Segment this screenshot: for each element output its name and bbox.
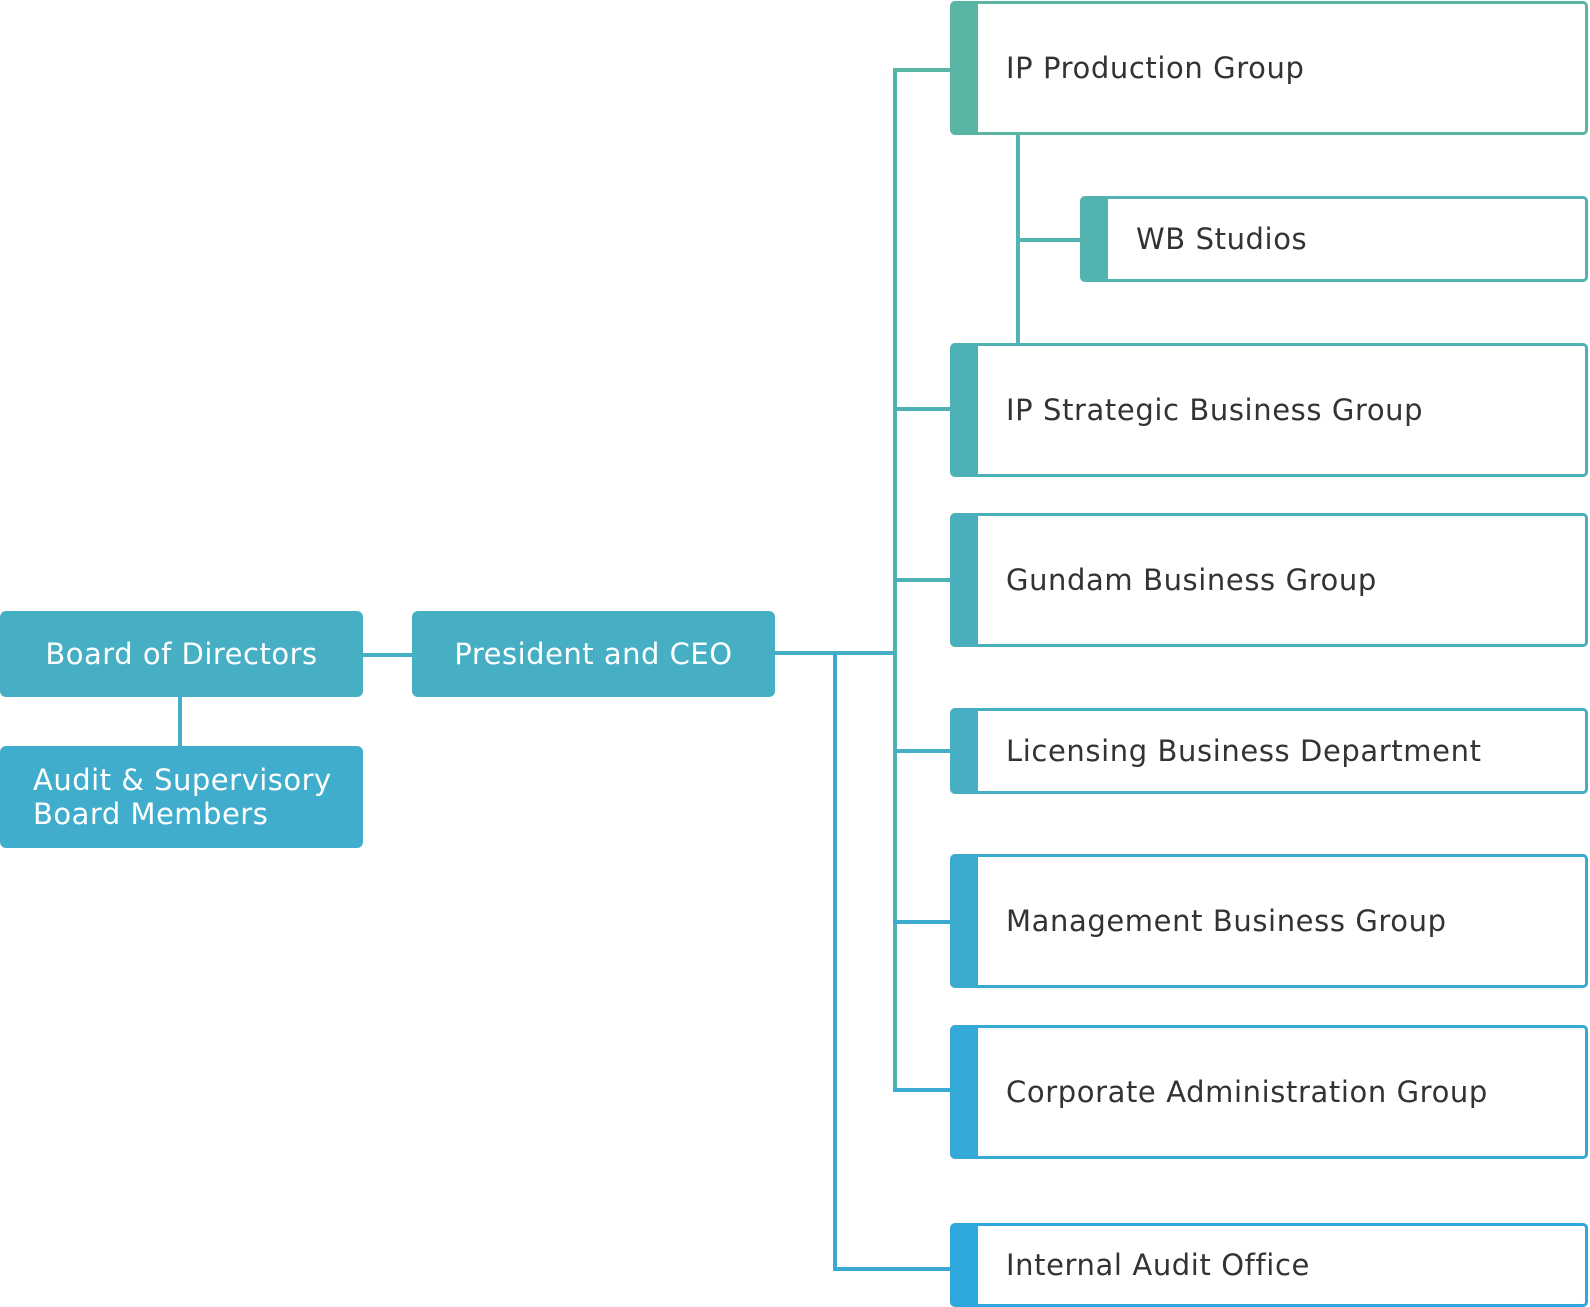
president-ceo-label: President and CEO — [454, 637, 733, 671]
audit-board-label-line1: Audit & Supervisory — [33, 763, 332, 797]
audit-supervisory-board-box: Audit & Supervisory Board Members — [0, 746, 363, 848]
dept-label: Licensing Business Department — [1006, 734, 1482, 768]
dept-label: IP Production Group — [1006, 51, 1305, 85]
dept-ip-strategic-business-group: IP Strategic Business Group — [950, 343, 1588, 477]
dept-corporate-administration-group: Corporate Administration Group — [950, 1025, 1588, 1159]
dept-licensing-business-department: Licensing Business Department — [950, 708, 1588, 794]
dept-label: Gundam Business Group — [1006, 563, 1377, 597]
dept-wb-studios: WB Studios — [1080, 196, 1588, 282]
dept-management-business-group: Management Business Group — [950, 854, 1588, 988]
dept-label: Management Business Group — [1006, 904, 1447, 938]
board-of-directors-box: Board of Directors — [0, 611, 363, 697]
internal-audit-connector — [833, 653, 951, 1271]
president-ceo-box: President and CEO — [412, 611, 775, 697]
dept-label: WB Studios — [1136, 222, 1308, 256]
dept-ip-production-group: IP Production Group — [950, 1, 1588, 135]
dept-gundam-business-group: Gundam Business Group — [950, 513, 1588, 647]
board-of-directors-label: Board of Directors — [45, 637, 318, 671]
dept-internal-audit-office: Internal Audit Office — [950, 1223, 1588, 1307]
dept-label: Corporate Administration Group — [1006, 1075, 1488, 1109]
audit-board-label-line2: Board Members — [33, 797, 269, 831]
dept-label: Internal Audit Office — [1006, 1248, 1310, 1282]
dept-label: IP Strategic Business Group — [1006, 393, 1424, 427]
